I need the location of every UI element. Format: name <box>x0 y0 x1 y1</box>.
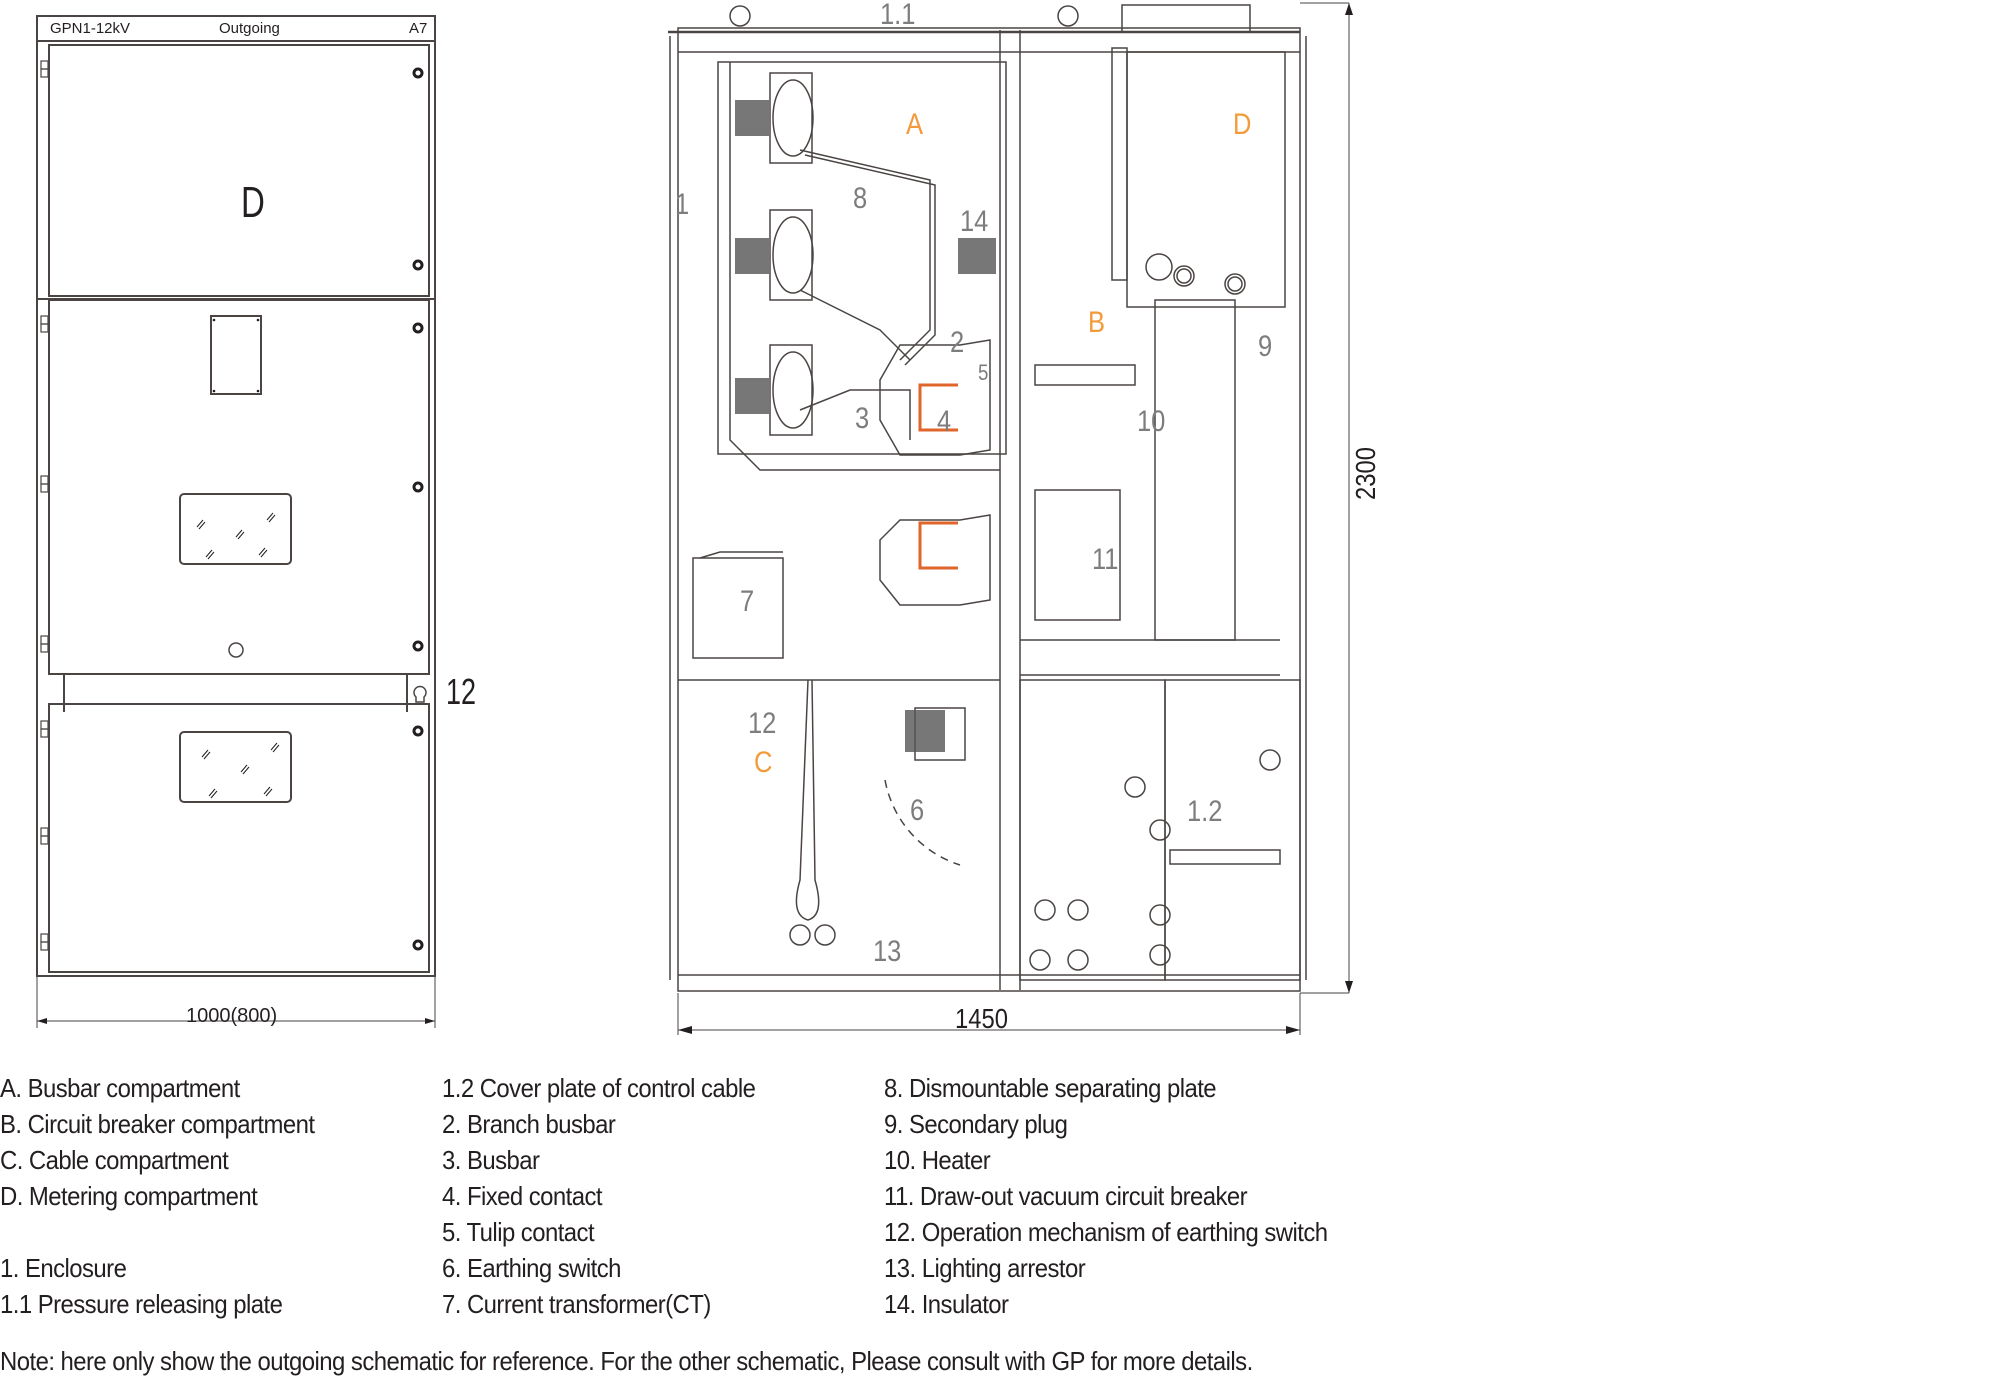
section-width-dimension: 1450 <box>955 1003 1008 1034</box>
callout-7: 7 <box>740 585 755 618</box>
model-label: GPN1-12kV <box>50 20 131 37</box>
callout-14: 14 <box>960 205 989 238</box>
legend-item: 4. Fixed contact <box>442 1181 603 1211</box>
callout-1-2: 1.2 <box>1187 795 1223 828</box>
callout-1-1: 1.1 <box>880 0 916 31</box>
front-width-dimension: 1000(800) <box>186 1005 278 1027</box>
compartment-c-label: C <box>754 746 773 779</box>
callout-13: 13 <box>873 935 902 968</box>
callout-9: 9 <box>1258 330 1273 363</box>
callout-3: 3 <box>855 402 870 435</box>
legend-column-3: 8. Dismountable separating plate 9. Seco… <box>884 1070 1328 1322</box>
function-label: Outgoing <box>219 20 280 37</box>
legend-item: 1.2 Cover plate of control cable <box>442 1073 756 1103</box>
callout-12-front: 12 <box>446 671 477 712</box>
legend-item: 13. Lighting arrestor <box>884 1253 1086 1283</box>
callout-6: 6 <box>910 794 925 827</box>
legend-column-2: 1.2 Cover plate of control cable 2. Bran… <box>442 1070 756 1322</box>
legend-item: B. Circuit breaker compartment <box>0 1109 315 1139</box>
callout-11: 11 <box>1092 543 1119 576</box>
compartment-a-label: A <box>906 108 924 141</box>
legend-item: 6. Earthing switch <box>442 1253 621 1283</box>
reference-note: Note: here only show the outgoing schema… <box>0 1346 1253 1376</box>
legend-item: 12. Operation mechanism of earthing swit… <box>884 1217 1328 1247</box>
legend-item: 3. Busbar <box>442 1145 540 1175</box>
legend-item: D. Metering compartment <box>0 1181 258 1211</box>
legend-item: 10. Heater <box>884 1145 991 1175</box>
callout-12: 12 <box>748 707 777 740</box>
legend-column-1: A. Busbar compartment B. Circuit breaker… <box>0 1070 315 1322</box>
callout-8: 8 <box>853 182 868 215</box>
legend-item: 14. Insulator <box>884 1289 1009 1319</box>
compartment-d-front-label: D <box>241 178 265 227</box>
legend-item: 2. Branch busbar <box>442 1109 616 1139</box>
legend-item: 9. Secondary plug <box>884 1109 1068 1139</box>
legend-item: 8. Dismountable separating plate <box>884 1073 1217 1103</box>
compartment-d-label: D <box>1233 108 1252 141</box>
callout-4: 4 <box>937 405 952 438</box>
legend-item: 5. Tulip contact <box>442 1217 595 1247</box>
section-height-dimension: 2300 <box>1350 447 1381 500</box>
legend-item: 1.1 Pressure releasing plate <box>0 1289 283 1319</box>
legend-item: 1. Enclosure <box>0 1253 127 1283</box>
legend-item: A. Busbar compartment <box>0 1073 240 1103</box>
code-label: A7 <box>409 20 428 37</box>
legend-item: C. Cable compartment <box>0 1145 229 1175</box>
callout-5: 5 <box>978 360 989 385</box>
legend-item: 11. Draw-out vacuum circuit breaker <box>884 1181 1248 1211</box>
legend-item: 7. Current transformer(CT) <box>442 1289 711 1319</box>
legend-item <box>0 1214 314 1250</box>
callout-2: 2 <box>950 326 965 359</box>
compartment-b-label: B <box>1088 306 1106 339</box>
callout-10: 10 <box>1137 405 1166 438</box>
callout-1: 1 <box>675 188 690 221</box>
